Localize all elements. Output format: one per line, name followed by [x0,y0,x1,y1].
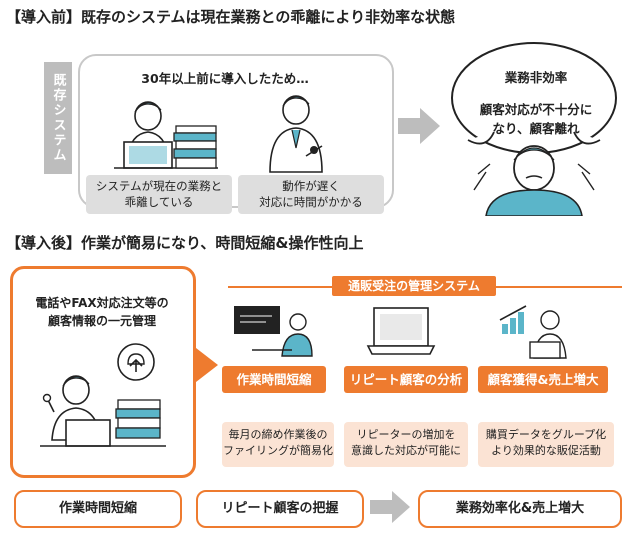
feature-caption-line: 意識した対応が可能に [351,444,461,457]
caption-line: システムが現在の業務と [95,179,223,193]
caption-slow-operation: 動作が遅く 対応に時間がかかる [238,175,384,214]
worker-checking-watch-illustration [269,95,323,173]
feature-time-saving: 作業時間短縮 [222,366,326,393]
before-section-title: 【導入前】既存のシステムは現在業務との乖離により非効率な状態 [6,8,456,26]
before-heading: 30年以上前に導入したため… [141,71,309,86]
orange-arrow-right-icon [196,348,218,382]
left-box-line: 顧客情報の一元管理 [47,314,156,328]
feature-repeat-analysis-caption: リピーターの増加を 意識した対応が可能に [344,422,468,467]
feature-caption-line: ファイリングが簡易化 [223,444,333,457]
result-time-saving: 作業時間短縮 [14,490,182,528]
worker-at-desk-illustration [114,101,218,169]
presentation-screen-illustration [234,306,313,357]
after-section-title: 【導入後】作業が簡易になり、時間短縮&操作性向上 [6,234,364,252]
management-system-banner: 通販受注の管理システム [332,276,496,296]
caption-line: 動作が遅く [282,179,340,193]
feature-sales-growth: 顧客獲得&売上増大 [478,366,608,393]
feature-caption-line: 購買データをグループ化 [485,428,607,441]
stressed-person-bubble-illustration [451,42,617,216]
feature-time-saving-caption: 毎月の締め作業後の ファイリングが簡易化 [222,422,334,467]
feature-caption-line: より効果的な販促活動 [491,444,601,457]
feature-sales-growth-caption: 購買データをグループ化 より効果的な販促活動 [478,422,614,467]
feature-caption-line: 毎月の締め作業後の [228,428,328,441]
bubble-line: なり、顧客離れ [492,121,580,136]
caption-line: 乖離している [124,195,194,209]
worker-with-cloud-illustration [40,343,166,447]
feature-repeat-analysis: リピート顧客の分析 [344,366,468,393]
laptop-illustration [366,307,436,355]
bubble-body: 顧客対応が不十分に なり、顧客離れ [456,100,616,138]
caption-system-gap: システムが現在の業務と 乖離している [86,175,232,214]
bubble-title: 業務非効率 [504,70,568,85]
bubble-line: 顧客対応が不十分に [479,102,593,117]
growth-chart-worker-illustration [499,305,567,359]
gray-arrow-right-icon [398,108,440,144]
result-efficiency-sales: 業務効率化&売上増大 [418,490,622,528]
unified-management-text: 電話やFAX対応注文等の 顧客情報の一元管理 [14,294,190,330]
gray-arrow-result-icon [370,491,410,523]
feature-caption-line: リピーターの増加を [356,428,456,441]
legacy-system-tag: 既存システム [44,62,72,174]
caption-line: 対応に時間がかかる [259,195,363,209]
left-box-line: 電話やFAX対応注文等の [35,296,169,310]
result-repeat-customers: リピート顧客の把握 [196,490,364,528]
